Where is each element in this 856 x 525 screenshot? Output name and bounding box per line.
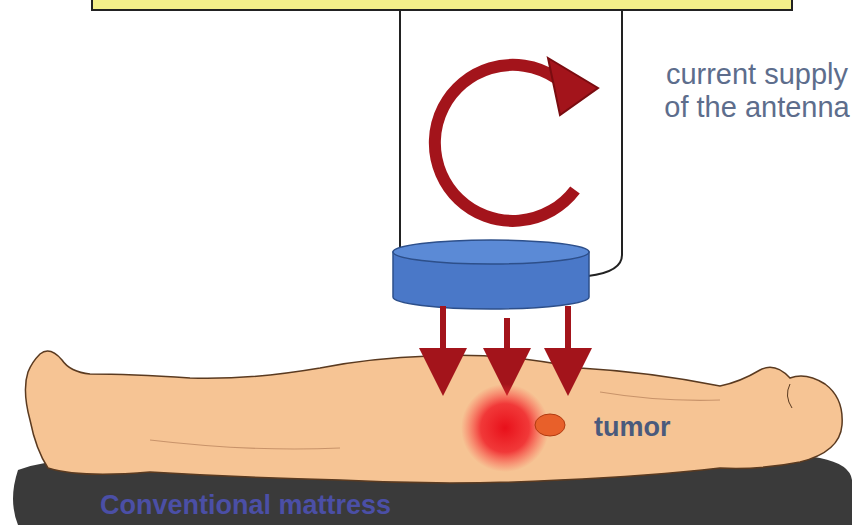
patient-body (25, 351, 842, 483)
tumor-label: tumor (594, 412, 704, 443)
supply-wire (400, 10, 412, 276)
mattress-label: Conventional mattress (100, 490, 391, 521)
top-panel (92, 0, 792, 10)
field-arrow (504, 318, 510, 372)
supply-wire (588, 10, 622, 276)
field-arrow (440, 306, 446, 372)
arm-line (600, 392, 720, 400)
annotation-label: current supply of the antenna (664, 58, 850, 125)
leg-line (150, 440, 340, 449)
antenna-top (393, 240, 589, 264)
face-line (787, 384, 792, 408)
current-arrowhead (548, 58, 598, 115)
tumor-mass (535, 414, 565, 436)
field-arrow (565, 306, 571, 372)
